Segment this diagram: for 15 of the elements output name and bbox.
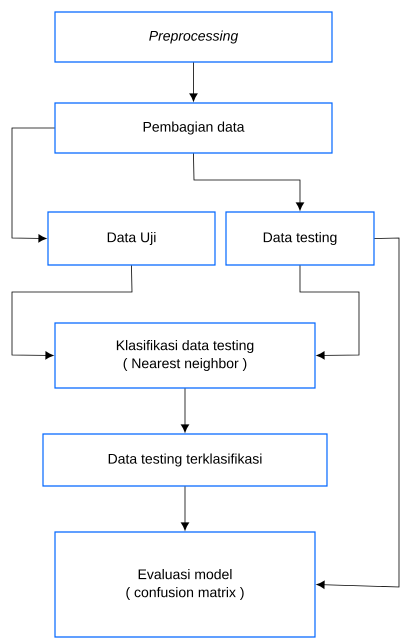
arrow <box>180 486 190 531</box>
process-box: Data Uji <box>47 211 216 266</box>
process-box: Data testing <box>225 211 375 266</box>
arrow <box>12 128 55 242</box>
arrow <box>12 265 132 360</box>
process-box: Preprocessing <box>54 11 333 63</box>
arrow <box>193 153 304 211</box>
process-box: Evaluasi model ( confusion matrix ) <box>54 531 316 638</box>
process-box: Data testing terklasifikasi <box>42 433 328 487</box>
arrow <box>300 265 360 360</box>
arrow <box>180 388 190 433</box>
process-box: Pembagian data <box>54 102 333 154</box>
arrow <box>189 62 198 102</box>
process-box: Klasifikasi data testing ( Nearest neighbor ) <box>54 322 316 389</box>
arrow <box>316 238 400 589</box>
